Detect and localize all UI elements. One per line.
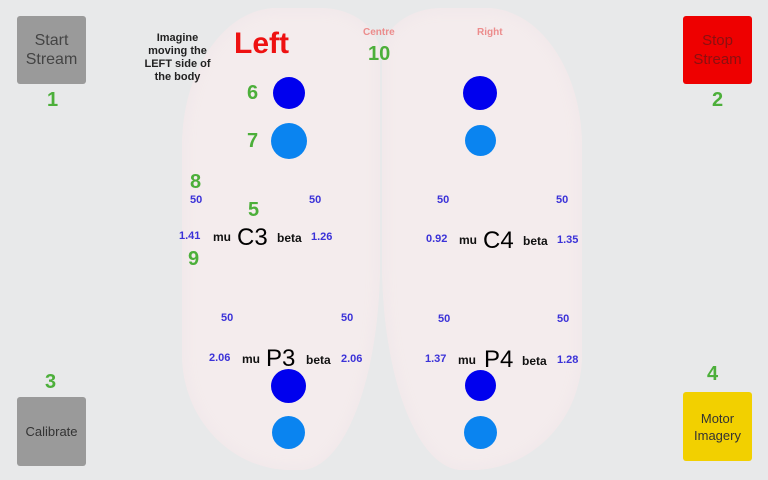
p4-beta-value: 1.28 <box>557 354 579 366</box>
c4-mu-value: 0.92 <box>426 233 448 245</box>
p3-beta-indicator <box>272 416 305 449</box>
c4-mu-threshold: 50 <box>437 194 450 206</box>
p4-mu-label: mu <box>458 353 476 367</box>
c4-beta-threshold: 50 <box>556 194 569 206</box>
p4-beta-label: beta <box>522 354 547 368</box>
p4-beta-indicator <box>464 416 497 449</box>
p4-beta-threshold: 50 <box>557 313 570 325</box>
c4-mu-indicator <box>463 76 497 110</box>
p4-mu-indicator <box>465 370 496 401</box>
p3-mu-indicator <box>271 369 306 403</box>
marker-7: 7 <box>247 130 259 152</box>
c3-mu-indicator <box>273 77 305 109</box>
motor-imagery-label: Motor Imagery <box>694 410 741 443</box>
p4-mu-value: 1.37 <box>425 353 447 365</box>
c3-mu-label: mu <box>213 230 231 244</box>
p4-mu-threshold: 50 <box>438 313 451 325</box>
p3-mu-label: mu <box>242 352 260 366</box>
p4-label: P4 <box>484 346 514 373</box>
start-stream-label: Start Stream <box>25 32 78 68</box>
marker-3: 3 <box>45 371 57 393</box>
c3-mu-threshold: 50 <box>190 194 203 206</box>
p3-label: P3 <box>266 345 296 372</box>
c4-beta-indicator <box>465 125 496 156</box>
c4-mu-label: mu <box>459 233 477 247</box>
c3-label: C3 <box>237 224 268 251</box>
p3-beta-label: beta <box>306 353 331 367</box>
marker-8: 8 <box>190 171 202 193</box>
c3-beta-indicator <box>271 123 307 159</box>
marker-10: 10 <box>368 43 391 65</box>
c3-beta-label: beta <box>277 231 302 245</box>
calibrate-label: Calibrate <box>25 424 78 439</box>
p3-mu-threshold: 50 <box>221 312 234 324</box>
c3-beta-value: 1.26 <box>311 231 333 243</box>
marker-9: 9 <box>188 248 200 270</box>
calibrate-button[interactable]: Calibrate <box>17 397 86 466</box>
start-stream-button[interactable]: Start Stream <box>17 16 86 84</box>
right-label: Right <box>477 27 503 38</box>
c3-mu-value: 1.41 <box>179 230 201 242</box>
stop-stream-button[interactable]: Stop Stream <box>683 16 752 84</box>
c4-beta-value: 1.35 <box>557 234 579 246</box>
p3-mu-value: 2.06 <box>209 352 231 364</box>
marker-1: 1 <box>47 89 59 111</box>
direction-label: Left <box>234 27 289 60</box>
c4-label: C4 <box>483 227 514 254</box>
instruction-text: Imagine moving the LEFT side of the body <box>144 32 211 83</box>
marker-6: 6 <box>247 82 259 104</box>
motor-imagery-button[interactable]: Motor Imagery <box>683 392 752 461</box>
marker-4: 4 <box>707 363 719 385</box>
p3-beta-threshold: 50 <box>341 312 354 324</box>
centre-label: Centre <box>363 27 395 38</box>
marker-5: 5 <box>248 199 260 221</box>
stop-stream-label: Stop Stream <box>693 32 742 68</box>
c4-beta-label: beta <box>523 234 548 248</box>
c3-beta-threshold: 50 <box>309 194 322 206</box>
marker-2: 2 <box>712 89 724 111</box>
p3-beta-value: 2.06 <box>341 353 363 365</box>
